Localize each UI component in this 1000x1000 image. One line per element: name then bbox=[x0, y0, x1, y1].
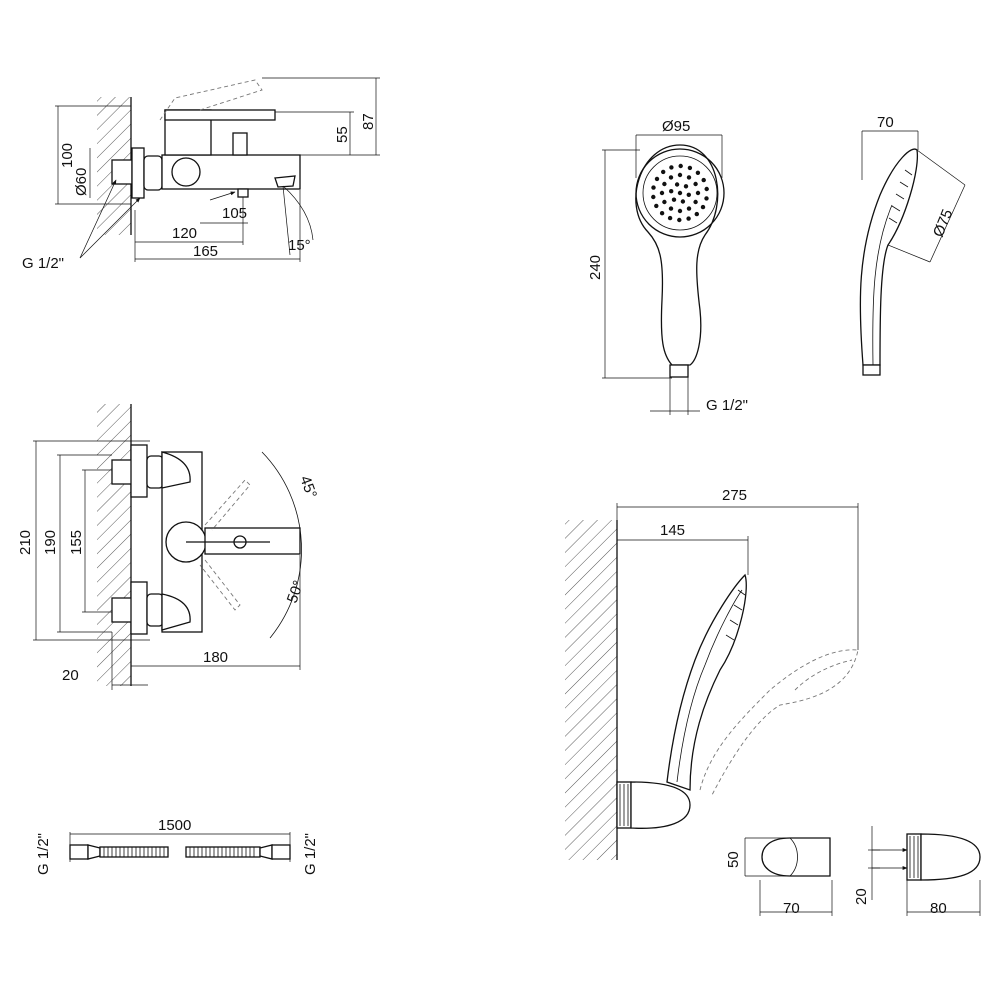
nozzle-dot bbox=[693, 199, 698, 205]
nozzle-dot bbox=[668, 175, 674, 180]
nozzle-dot bbox=[704, 196, 709, 201]
thread-label-hand-shower: G 1/2" bbox=[706, 397, 748, 414]
nozzle-dot bbox=[659, 190, 665, 196]
nozzle-dot bbox=[674, 182, 680, 187]
dim-len-165: 165 bbox=[193, 243, 218, 260]
nozzle-dot bbox=[661, 169, 666, 175]
nozzle-dot bbox=[677, 190, 683, 196]
dim-len-240: 240 bbox=[587, 255, 604, 280]
dim-width-70-holder: 70 bbox=[783, 900, 800, 917]
dim-angle-45: 45° bbox=[296, 474, 320, 501]
hand-shower-side: 70 Ø75 bbox=[859, 114, 966, 376]
hose-thread-right: G 1/2" bbox=[302, 833, 319, 875]
shower-hose: 1500 G 1/2" G 1/2" bbox=[35, 817, 319, 875]
dim-diameter-60: Ø60 bbox=[73, 168, 90, 196]
nozzle-dot bbox=[654, 176, 660, 182]
nozzle-dot bbox=[677, 217, 682, 223]
dim-height-50: 50 bbox=[725, 851, 742, 868]
dim-height-210: 210 bbox=[17, 530, 34, 555]
nozzle-dot bbox=[677, 208, 683, 214]
dim-diameter-95: Ø95 bbox=[662, 118, 690, 135]
dim-height-87: 87 bbox=[360, 113, 377, 130]
holder-front-view: 50 70 bbox=[725, 837, 833, 917]
dim-len-120: 120 bbox=[172, 225, 197, 242]
dim-len-105: 105 bbox=[222, 205, 247, 222]
nozzle-dot bbox=[677, 172, 683, 178]
faucet-side-view: 100 87 55 Ø60 105 120 165 15° G 1/2" bbox=[22, 77, 380, 272]
nozzle-dot bbox=[669, 165, 674, 170]
dim-height-55: 55 bbox=[334, 126, 351, 143]
dim-height-20: 20 bbox=[853, 888, 870, 905]
dim-height-100: 100 bbox=[59, 143, 76, 168]
dim-height-190: 190 bbox=[42, 530, 59, 555]
nozzle-dot bbox=[686, 175, 692, 180]
nozzle-dot bbox=[683, 184, 689, 189]
nozzle-dot bbox=[678, 163, 683, 169]
hose-thread-left: G 1/2" bbox=[35, 833, 52, 875]
nozzle-dot bbox=[686, 192, 691, 197]
nozzle-dot bbox=[701, 177, 706, 183]
dim-width-80: 80 bbox=[930, 900, 947, 917]
nozzle-dot bbox=[687, 165, 693, 171]
nozzle-dot bbox=[693, 181, 698, 187]
nozzle-dot bbox=[662, 181, 667, 187]
thread-label-side: G 1/2" bbox=[22, 255, 64, 272]
dim-angle-15: 15° bbox=[288, 237, 311, 254]
faucet-top-view: 210 190 155 45° 50° 20 180 bbox=[17, 404, 320, 690]
nozzle-dot bbox=[686, 216, 691, 221]
nozzle-dot bbox=[662, 199, 667, 205]
nozzle-dot bbox=[671, 197, 677, 202]
holder-side-view: 20 80 bbox=[853, 826, 981, 917]
nozzle-dot bbox=[695, 190, 701, 196]
dim-height-155: 155 bbox=[68, 530, 85, 555]
nozzle-pattern bbox=[651, 163, 709, 223]
nozzle-dot bbox=[680, 199, 686, 204]
dim-diameter-75: Ø75 bbox=[930, 207, 956, 240]
hose-length: 1500 bbox=[158, 817, 191, 834]
nozzle-dot bbox=[669, 189, 674, 194]
nozzle-dot bbox=[700, 204, 706, 210]
hand-shower-front: Ø95 240 G 1/2" bbox=[587, 118, 748, 415]
dim-len-145: 145 bbox=[660, 522, 685, 539]
dim-angle-50: 50° bbox=[284, 578, 308, 605]
nozzle-dot bbox=[694, 211, 699, 217]
dim-len-20: 20 bbox=[62, 667, 79, 684]
dim-width-70: 70 bbox=[877, 114, 894, 131]
nozzle-dot bbox=[704, 186, 709, 192]
dim-len-180: 180 bbox=[203, 649, 228, 666]
dim-len-275: 275 bbox=[722, 487, 747, 504]
nozzle-dot bbox=[659, 211, 665, 216]
nozzle-dot bbox=[651, 185, 656, 190]
nozzle-dot bbox=[686, 206, 692, 211]
nozzle-dot bbox=[668, 206, 674, 211]
nozzle-dot bbox=[667, 215, 673, 221]
wall-hatch-holder bbox=[565, 520, 617, 860]
nozzle-dot bbox=[651, 194, 656, 200]
wall-hatch-top bbox=[97, 404, 131, 686]
holder-assembly: 275 145 bbox=[565, 487, 859, 860]
nozzle-dot bbox=[654, 203, 659, 209]
nozzle-dot bbox=[695, 170, 701, 175]
